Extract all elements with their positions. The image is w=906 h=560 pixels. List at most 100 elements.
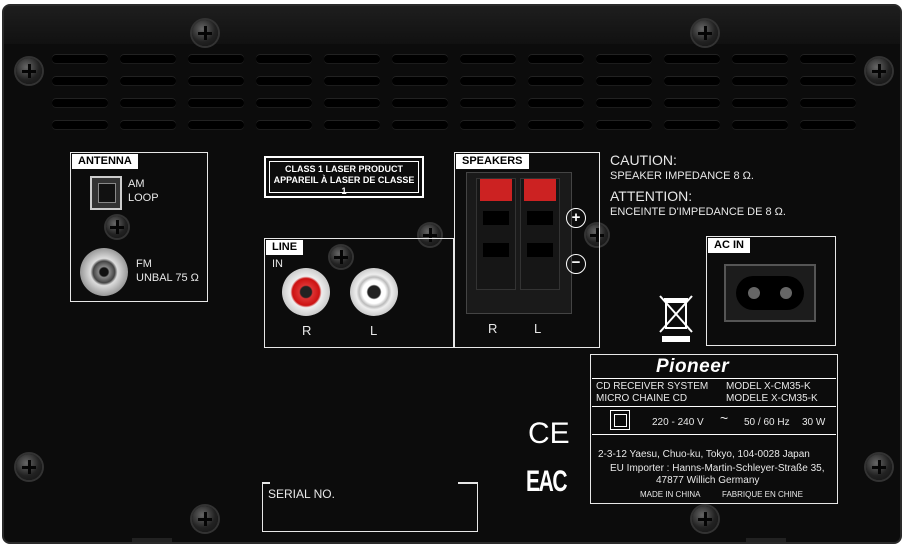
- eu-importer-line2: 47877 Willich Germany: [656, 475, 760, 486]
- vent-slot: [324, 76, 380, 85]
- vent-slot: [392, 98, 448, 107]
- panel-top-bevel: [4, 6, 900, 44]
- vent-slot: [664, 98, 720, 107]
- speaker-r-label: R: [488, 321, 498, 336]
- line-in-label: IN: [272, 258, 283, 270]
- vent-slot: [120, 98, 176, 107]
- vent-slot: [732, 54, 788, 63]
- line-in-right-jack[interactable]: [282, 268, 330, 316]
- voltage-rating: 220 - 240 V: [652, 417, 704, 428]
- vent-slot: [800, 120, 856, 129]
- vent-slot: [596, 54, 652, 63]
- screw-icon: [866, 454, 892, 480]
- vent-slot: [120, 54, 176, 63]
- ac-symbol: ~: [720, 410, 729, 426]
- vent-slot: [460, 120, 516, 129]
- screw-icon: [692, 20, 718, 46]
- rating-divider: [592, 378, 836, 379]
- plus-icon: +: [566, 208, 586, 228]
- laser-label-line2: APPAREIL À LASER DE CLASSE 1: [273, 175, 415, 196]
- vent-slot: [392, 76, 448, 85]
- vent-slot: [256, 54, 312, 63]
- vent-slot: [188, 120, 244, 129]
- laser-label-line1: CLASS 1 LASER PRODUCT: [284, 164, 403, 174]
- line-in-left-jack[interactable]: [350, 268, 398, 316]
- ac-in-section: [706, 236, 836, 346]
- fm-antenna-jack[interactable]: [80, 248, 128, 296]
- line-r-label: R: [302, 323, 312, 338]
- vent-slot: [120, 76, 176, 85]
- ac-power-socket[interactable]: [724, 264, 816, 322]
- loop-label: LOOP: [128, 192, 159, 204]
- vent-slot: [460, 76, 516, 85]
- speakers-section: [454, 152, 600, 348]
- vent-slot: [188, 98, 244, 107]
- vent-slot: [188, 54, 244, 63]
- screw-icon: [330, 246, 352, 268]
- weee-bin-icon: [659, 295, 693, 342]
- power-rating: 30 W: [802, 417, 826, 428]
- serial-box-top-left: [262, 482, 270, 484]
- model-fr: MODELE X-CM35-K: [726, 393, 818, 404]
- device-rear-panel: ANTENNA AM LOOP FM UNBAL 75 Ω CLASS 1 LA…: [2, 4, 902, 544]
- line-title: LINE: [266, 240, 304, 255]
- antenna-title: ANTENNA: [72, 154, 138, 169]
- frequency-rating: 50 / 60 Hz: [744, 417, 790, 428]
- foot: [746, 538, 786, 542]
- product-en: CD RECEIVER SYSTEM: [596, 381, 709, 392]
- caution-text: SPEAKER IMPEDANCE 8 Ω.: [610, 170, 754, 182]
- fabrique-label: FABRIQUE EN CHINE: [722, 490, 803, 499]
- model-en: MODEL X-CM35-K: [726, 381, 811, 392]
- product-fr: MICRO CHAINE CD: [596, 393, 688, 404]
- screw-icon: [586, 224, 608, 246]
- vent-slot: [732, 76, 788, 85]
- vent-slot: [256, 120, 312, 129]
- vent-slot: [528, 98, 584, 107]
- vent-slot: [324, 54, 380, 63]
- vent-slot: [324, 98, 380, 107]
- rating-divider: [592, 406, 836, 407]
- line-l-label: L: [370, 323, 378, 338]
- attention-text: ENCEINTE D'IMPEDANCE DE 8 Ω.: [610, 206, 786, 218]
- vent-slot: [732, 120, 788, 129]
- ce-mark: CE: [528, 417, 570, 450]
- screw-icon: [192, 506, 218, 532]
- vent-slot: [460, 98, 516, 107]
- foot: [132, 538, 172, 542]
- vent-slot: [528, 76, 584, 85]
- vent-slot: [256, 98, 312, 107]
- screw-icon: [192, 20, 218, 46]
- screw-icon: [866, 58, 892, 84]
- eu-importer-line1: EU Importer : Hanns-Martin-Schleyer-Stra…: [610, 463, 825, 474]
- screw-icon: [16, 58, 42, 84]
- caution-title: CAUTION:: [610, 152, 677, 168]
- fm-label: FM: [136, 258, 152, 270]
- double-insulation-icon: [610, 410, 630, 430]
- am-loop-terminal[interactable]: [90, 176, 122, 210]
- vent-slot: [596, 120, 652, 129]
- screw-icon: [419, 224, 441, 246]
- vent-slot: [256, 76, 312, 85]
- vent-slot: [324, 120, 380, 129]
- rating-plate: [590, 354, 838, 504]
- serial-box-top: [262, 482, 462, 484]
- vent-slot: [120, 120, 176, 129]
- speaker-left-terminal[interactable]: [520, 178, 560, 290]
- serial-box-top-right: [458, 482, 478, 484]
- speaker-right-terminal[interactable]: [476, 178, 516, 290]
- vent-slot: [800, 54, 856, 63]
- serial-box: [262, 482, 478, 532]
- screw-icon: [106, 216, 128, 238]
- rating-divider: [592, 434, 836, 435]
- laser-class-label: CLASS 1 LASER PRODUCT APPAREIL À LASER D…: [264, 156, 424, 198]
- manufacturer-address: 2-3-12 Yaesu, Chuo-ku, Tokyo, 104-0028 J…: [598, 449, 810, 460]
- antenna-section: [70, 152, 208, 302]
- vent-slot: [528, 120, 584, 129]
- attention-title: ATTENTION:: [610, 188, 693, 204]
- vent-slot: [800, 98, 856, 107]
- vent-slot: [392, 54, 448, 63]
- screw-icon: [692, 506, 718, 532]
- vent-slot: [664, 120, 720, 129]
- speaker-l-label: L: [534, 321, 542, 336]
- eac-mark: EAC: [526, 465, 568, 498]
